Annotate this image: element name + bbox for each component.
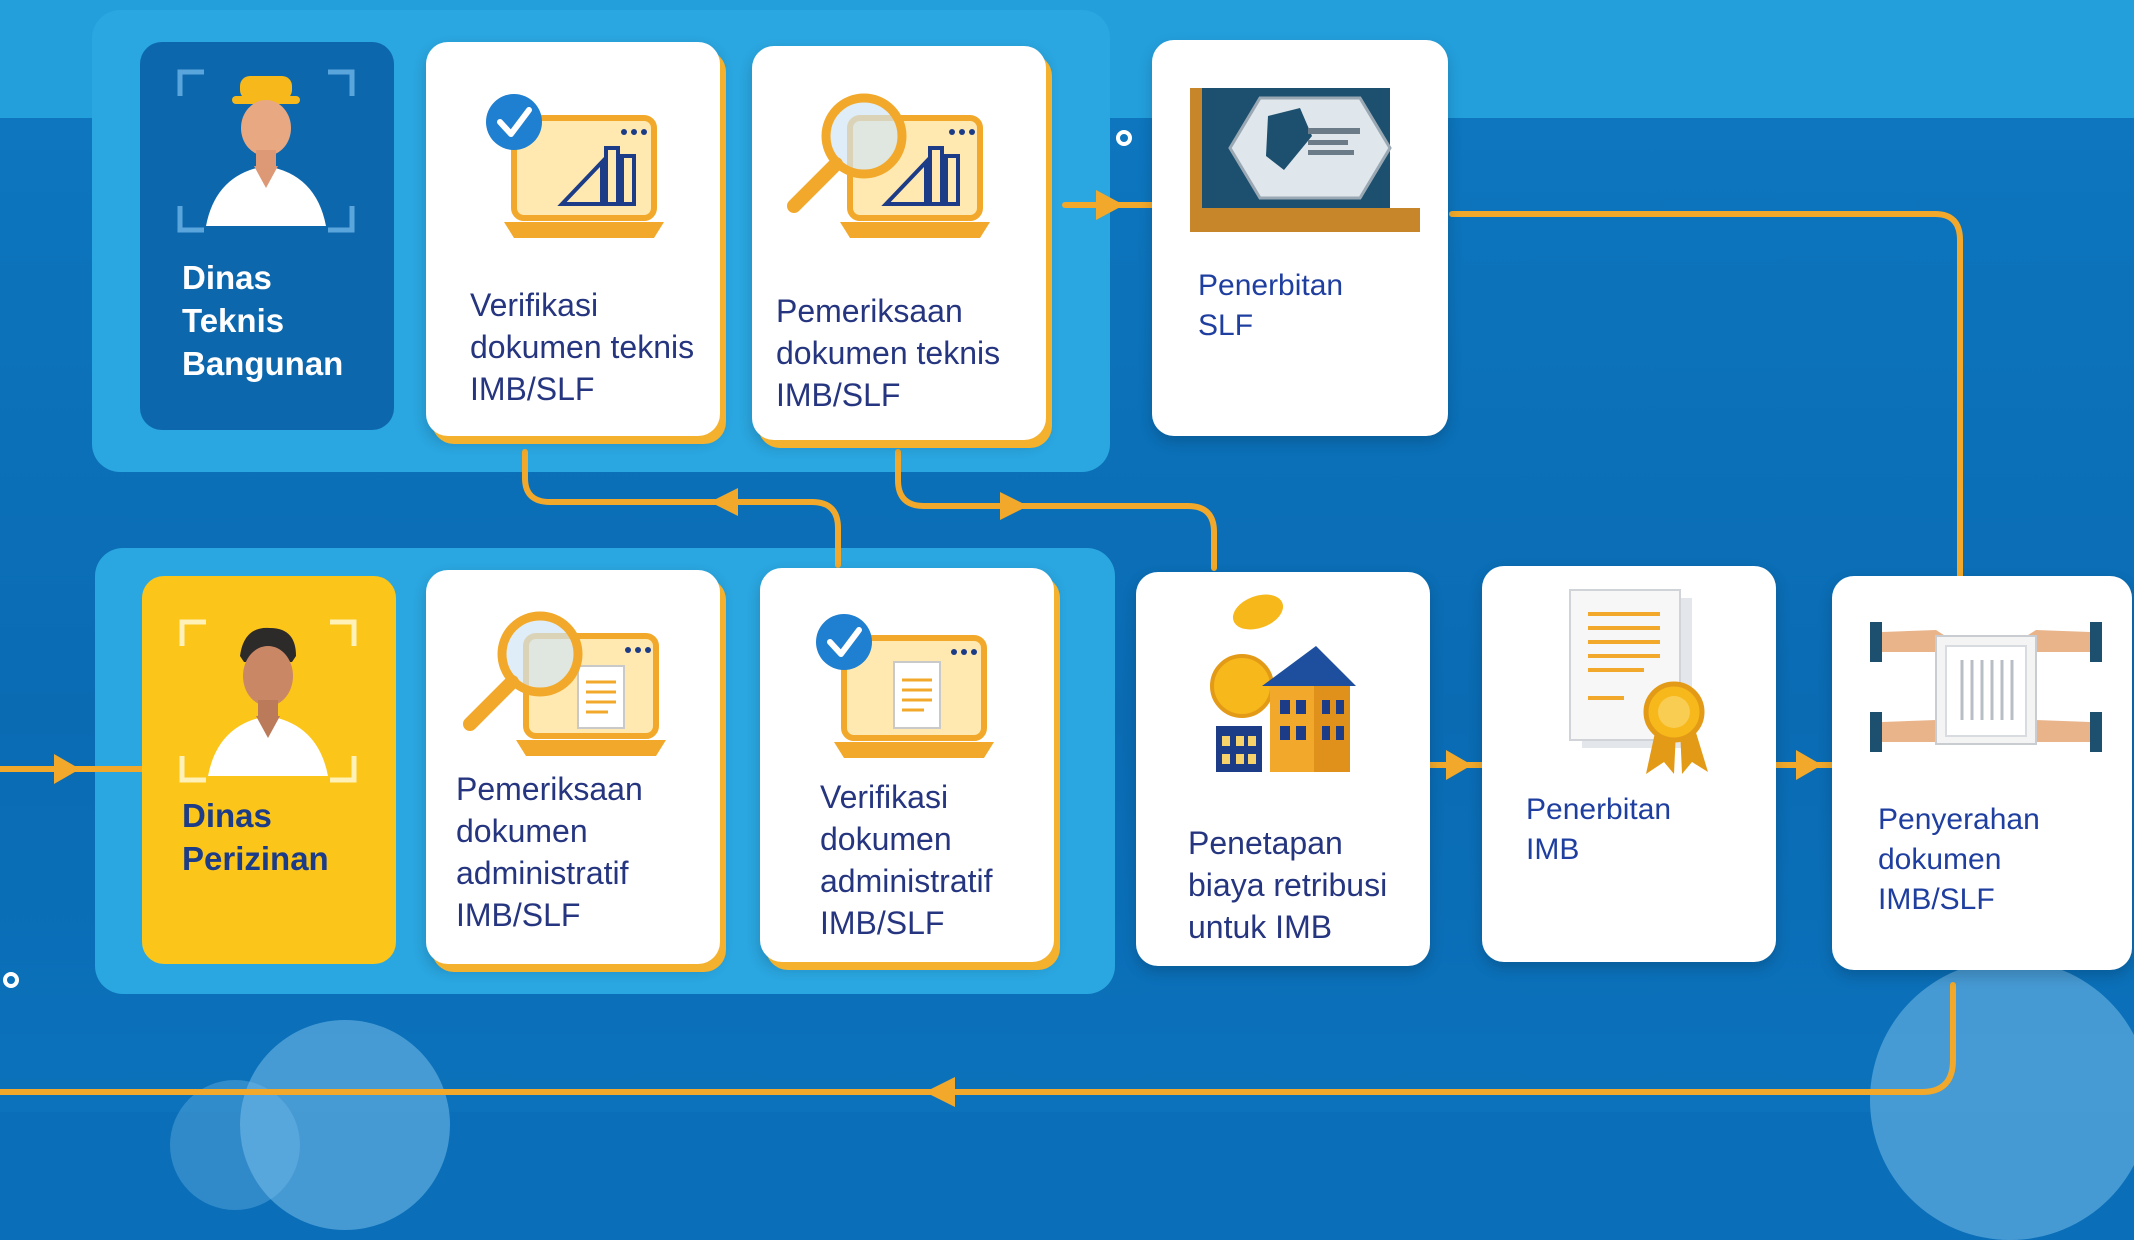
handover-document-icon	[1870, 622, 2102, 752]
step-label-verifikasi-teknis: Verifikasi dokumen teknis IMB/SLF	[470, 287, 695, 407]
step-card-penetapan-biaya: Penetapan biaya retribusi untuk IMB	[1136, 572, 1430, 966]
certificate-award-icon	[1569, 589, 1708, 774]
coin-building-icon	[1210, 594, 1356, 772]
step-card-pemeriksaan-administratif: Pemeriksaan dokumen administratif IMB/SL…	[426, 570, 720, 964]
step-label-pemeriksaan-administratif: Pemeriksaan dokumen administratif IMB/SL…	[456, 771, 643, 933]
step-card-verifikasi-teknis: Verifikasi dokumen teknis IMB/SLF	[426, 42, 720, 436]
step-label-verifikasi-administratif: Verifikasi dokumen administratif IMB/SLF	[820, 779, 993, 941]
inspect-document-monitor-icon	[463, 611, 666, 756]
actor-card-dinas-teknis: Dinas Teknis Bangunan	[140, 42, 394, 430]
step-label-penyerahan-dokumen: Penyerahan dokumen IMB/SLF	[1878, 803, 2040, 916]
step-card-penerbitan-slf: Penerbitan SLF	[1152, 40, 1448, 436]
step-label-penerbitan-slf: Penerbitan SLF	[1198, 269, 1344, 342]
step-label-pemeriksaan-teknis: Pemeriksaan dokumen teknis IMB/SLF	[776, 293, 1001, 413]
verify-blueprint-monitor-icon	[486, 94, 664, 238]
flow-lines	[0, 190, 1963, 1107]
actor-label-dinas-teknis: Dinas Teknis Bangunan	[182, 259, 344, 382]
step-card-penerbitan-imb: Penerbitan IMB	[1482, 566, 1776, 962]
actor-label-dinas-perizinan: Dinas Perizinan	[182, 797, 329, 877]
engineer-avatar-icon	[177, 69, 355, 233]
decor-dot-top	[1116, 130, 1132, 146]
decor-dot-left	[3, 972, 19, 988]
inspect-blueprint-monitor-icon	[787, 93, 990, 238]
step-label-penerbitan-imb: Penerbitan IMB	[1526, 793, 1672, 866]
actor-card-dinas-perizinan: Dinas Perizinan	[142, 576, 396, 964]
slf-certificate-plaque-icon	[1190, 88, 1420, 232]
step-card-pemeriksaan-teknis: Pemeriksaan dokumen teknis IMB/SLF	[752, 46, 1046, 440]
step-card-penyerahan-dokumen: Penyerahan dokumen IMB/SLF	[1832, 576, 2132, 970]
verify-document-monitor-icon	[816, 614, 994, 758]
officer-avatar-icon	[179, 619, 357, 783]
step-label-penetapan-biaya: Penetapan biaya retribusi untuk IMB	[1188, 825, 1388, 945]
step-card-verifikasi-administratif: Verifikasi dokumen administratif IMB/SLF	[760, 568, 1054, 962]
